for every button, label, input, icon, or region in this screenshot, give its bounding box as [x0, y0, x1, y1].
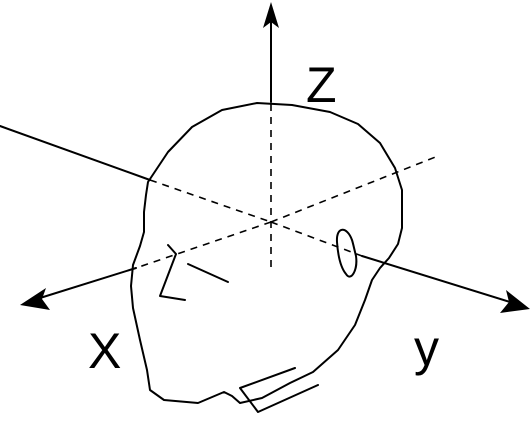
- z-arrowhead: [263, 2, 279, 28]
- x-axis-back: [0, 125, 151, 181]
- head-outline: [130, 102, 403, 404]
- y-axis-label: y: [414, 320, 439, 376]
- mouth-mark: [187, 263, 229, 283]
- y-axis-hidden-back: [270, 155, 439, 223]
- x-axis-label: X: [88, 323, 121, 379]
- x-axis-hidden-back: [149, 179, 272, 223]
- z-axis-label: Z: [306, 57, 337, 113]
- ear: [335, 228, 358, 278]
- x-axis-hidden-front: [135, 221, 272, 269]
- jaw-line: [239, 367, 319, 413]
- y-axis-front: [361, 255, 511, 303]
- x-arrowhead: [20, 288, 50, 310]
- y-axis-hidden-front: [270, 221, 363, 257]
- y-arrowhead: [500, 290, 530, 313]
- eye-mark: [159, 244, 186, 301]
- x-axis-front: [39, 267, 137, 299]
